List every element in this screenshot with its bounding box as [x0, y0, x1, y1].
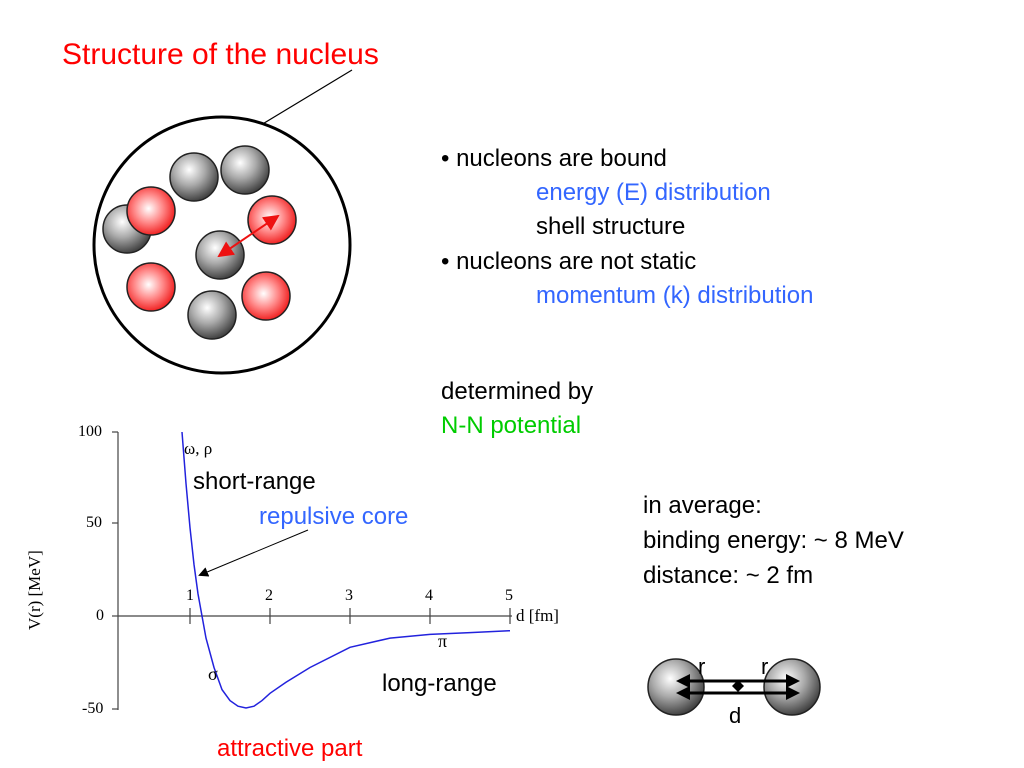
potential-curve	[181, 431, 511, 709]
bullet-energy-distribution: energy (E) distribution	[536, 179, 771, 206]
short-range-label: short-range	[193, 468, 316, 495]
x-tick-label-4: 4	[425, 587, 433, 604]
x-tick-label-1: 1	[186, 587, 194, 604]
bullet-bound: • nucleons are bound	[441, 145, 667, 172]
x-tick-label-5: 5	[505, 587, 513, 604]
long-range-label: long-range	[382, 670, 497, 697]
omega-rho-label: ω, ρ	[184, 439, 213, 458]
nn-potential-label: N-N potential	[441, 412, 582, 439]
x-tick-label-3: 3	[345, 587, 353, 604]
binding-energy-text: binding energy: ~ 8 MeV	[643, 527, 904, 554]
pair-nucleon-right	[763, 658, 821, 716]
bullet-not-static: • nucleons are not static	[441, 248, 697, 275]
bullet-shell-structure: shell structure	[536, 213, 686, 240]
pair-arrowhead-right-d	[786, 686, 800, 700]
y-tick-label-50: 50	[86, 514, 102, 531]
pi-label: π	[438, 631, 448, 651]
pair-arrowhead-left-d	[676, 686, 690, 700]
pair-center-diamond	[732, 680, 744, 692]
pair-nucleon-left	[647, 658, 705, 716]
x-tick-label-2: 2	[265, 587, 273, 604]
proton	[241, 271, 291, 321]
y-tick-label-0: 0	[96, 607, 104, 624]
neutron	[187, 290, 237, 340]
repulsive-core-label: repulsive core	[259, 503, 409, 530]
nucleon-distance-arrow	[217, 214, 280, 258]
determined-by-label: determined by	[441, 378, 594, 405]
plot-x-label: d [fm]	[516, 606, 559, 625]
proton	[126, 186, 176, 236]
attractive-part-label: attractive part	[217, 735, 363, 762]
nucleon-pair-diagram	[647, 658, 821, 716]
pair-arrowhead-left	[676, 674, 690, 688]
pair-label-d: d	[729, 703, 742, 728]
sigma-label: σ	[208, 664, 218, 684]
pair-label-r-left: r	[698, 654, 706, 679]
potential-plot	[112, 431, 512, 710]
bullet-momentum-distribution: momentum (k) distribution	[536, 282, 814, 309]
pair-label-r-right: r	[761, 654, 769, 679]
neutron	[220, 145, 270, 195]
distance-text: distance: ~ 2 fm	[643, 562, 814, 589]
y-tick-label-minus50: -50	[82, 700, 104, 717]
repulsive-core-arrow	[198, 529, 309, 577]
neutron	[169, 152, 219, 202]
proton	[126, 262, 176, 312]
plot-y-label: V(r) [MeV]	[25, 550, 44, 630]
average-heading: in average:	[643, 492, 762, 519]
pair-arrowhead-right	[786, 674, 800, 688]
slide-title: Structure of the nucleus	[62, 38, 379, 71]
y-tick-label-100: 100	[78, 423, 102, 440]
